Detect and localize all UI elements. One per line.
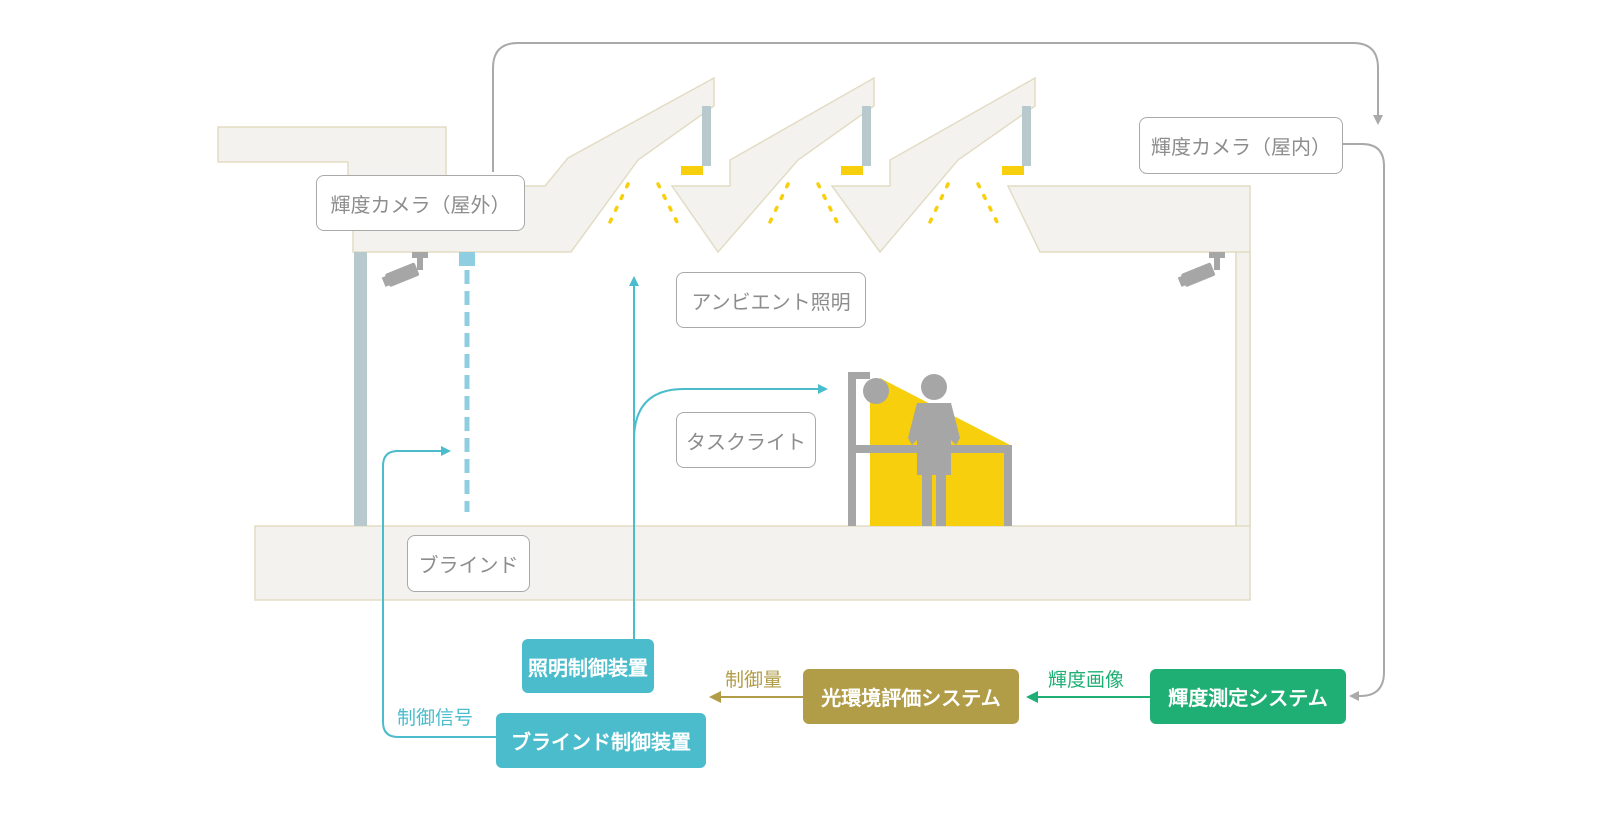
camera-indoor-label: 輝度カメラ（屋内） <box>1139 117 1343 174</box>
luminance-image-label: 輝度画像 <box>1048 669 1125 691</box>
evaluation-system-box: 光環境評価システム <box>803 669 1019 724</box>
camera-outdoor-icon <box>381 252 428 287</box>
right-wall <box>1235 251 1251 527</box>
control-amount-label: 制御量 <box>725 669 783 691</box>
camera-feedback-line <box>492 42 1383 172</box>
control-signal-label: 制御信号 <box>397 707 474 729</box>
building-structure <box>217 76 1251 601</box>
camera-outdoor-label: 輝度カメラ（屋外） <box>316 175 525 231</box>
camera-to-measurement-line <box>1340 143 1385 701</box>
task-lamp-icon <box>848 372 889 526</box>
blind-label: ブラインド <box>407 535 530 592</box>
task-light-label: タスクライト <box>676 412 816 468</box>
person-icon <box>908 374 960 526</box>
ambient-lighting-label: アンビエント照明 <box>676 272 866 328</box>
camera-indoor-icon <box>1177 252 1225 287</box>
task-light-control-line <box>633 384 828 441</box>
blind-control-line <box>382 446 500 738</box>
measurement-system-box: 輝度測定システム <box>1150 669 1346 724</box>
ambient-light-fixtures <box>681 166 1024 175</box>
clerestory-glass <box>702 106 1031 166</box>
blind-controller-box: ブラインド制御装置 <box>496 713 706 768</box>
window-glass <box>354 252 367 526</box>
lighting-controller-box: 照明制御装置 <box>522 639 654 693</box>
blind-head <box>459 252 475 266</box>
ambient-light-rays <box>608 182 999 224</box>
